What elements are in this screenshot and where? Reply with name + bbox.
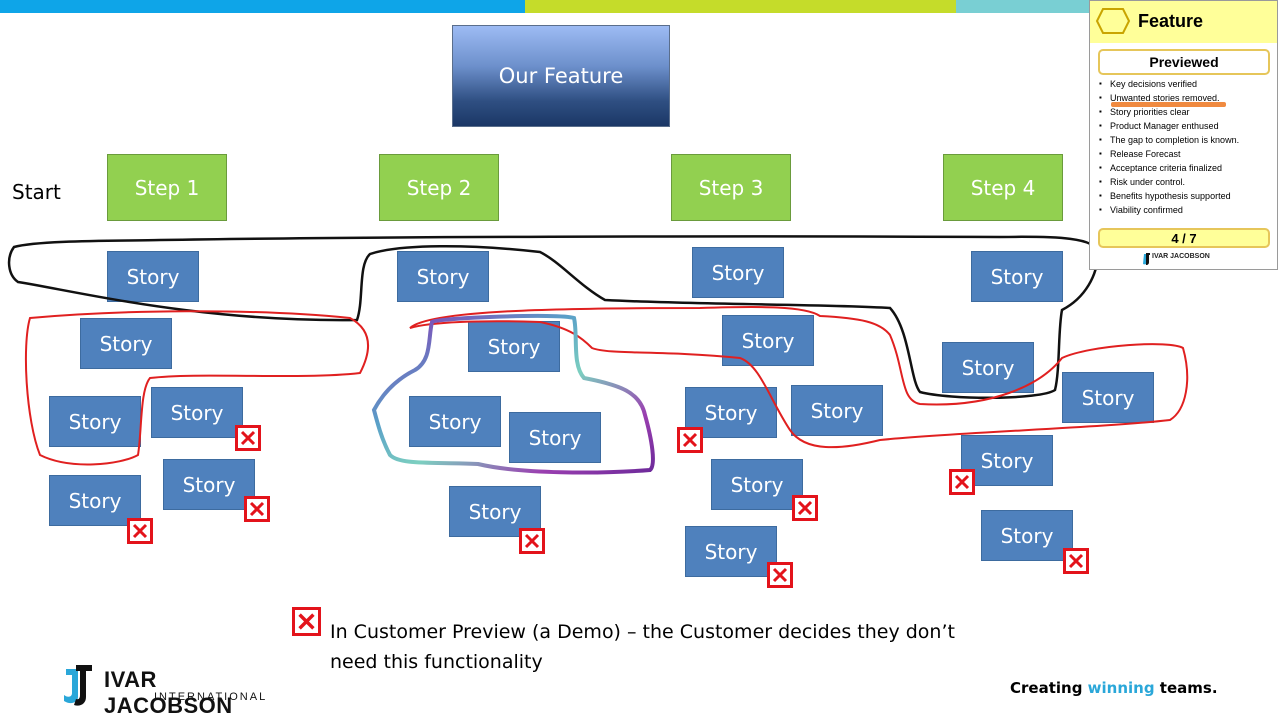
step-3: Step 3 — [671, 154, 791, 221]
story-card: Story — [151, 387, 243, 438]
rejected-x-icon — [519, 528, 545, 554]
story-card: Story — [80, 318, 172, 369]
start-label: Start — [12, 180, 61, 204]
rejected-x-icon — [1063, 548, 1089, 574]
story-card: Story — [711, 459, 803, 510]
top-bar-teal — [956, 0, 1090, 13]
red-outline-right — [409, 305, 1189, 449]
hexagon-icon — [1095, 8, 1131, 34]
feature-state-card: Feature Previewed Key decisions verified… — [1089, 0, 1278, 270]
top-bar-blue — [0, 0, 525, 13]
card-title: Feature — [1138, 11, 1204, 31]
legend-text: In Customer Preview (a Demo) – the Custo… — [330, 621, 955, 673]
step-1: Step 1 — [107, 154, 227, 221]
card-logo-mark-icon — [1143, 253, 1150, 265]
company-logo: IVAR JACOBSON INTERNATIONAL — [62, 663, 272, 718]
red-outline-left — [24, 310, 370, 466]
checklist-item: Key decisions verified — [1099, 77, 1274, 91]
story-card: Story — [942, 342, 1034, 393]
legend-x-icon — [292, 607, 321, 636]
checklist-item: The gap to completion is known. — [1099, 133, 1274, 147]
story-card: Story — [971, 251, 1063, 302]
feature-box: Our Feature — [452, 25, 670, 127]
story-card: Story — [49, 475, 141, 526]
story-card: Story — [49, 396, 141, 447]
card-progress: 4 / 7 — [1098, 228, 1270, 248]
story-card: Story — [1062, 372, 1154, 423]
story-card: Story — [685, 387, 777, 438]
checklist: Key decisions verified Unwanted stories … — [1099, 77, 1274, 217]
story-card: Story — [981, 510, 1073, 561]
story-card: Story — [722, 315, 814, 366]
top-bar-green — [525, 0, 956, 13]
tagline-accent: winning — [1087, 679, 1155, 697]
story-card: Story — [163, 459, 255, 510]
strike-through-mark — [1111, 102, 1226, 107]
checklist-item: Release Forecast — [1099, 147, 1274, 161]
logo-name: IVAR JACOBSON — [104, 667, 233, 718]
rejected-x-icon — [767, 562, 793, 588]
story-card: Story — [107, 251, 199, 302]
story-card: Story — [692, 247, 784, 298]
card-logo-text: IVAR JACOBSON — [1152, 253, 1210, 260]
checklist-item: Product Manager enthused — [1099, 119, 1274, 133]
step-2: Step 2 — [379, 154, 499, 221]
checklist-item: Acceptance criteria finalized — [1099, 161, 1274, 175]
rejected-x-icon — [677, 427, 703, 453]
tagline: Creating winning teams. — [1010, 679, 1218, 697]
logo-mark-icon — [64, 665, 92, 706]
checklist-item: Unwanted stories removed. — [1099, 91, 1274, 105]
rejected-x-icon — [949, 469, 975, 495]
checklist-item: Story priorities clear — [1099, 105, 1274, 119]
story-card: Story — [509, 412, 601, 463]
card-state: Previewed — [1098, 49, 1270, 75]
story-card: Story — [791, 385, 883, 436]
story-card: Story — [397, 251, 489, 302]
checklist-item: Risk under control. — [1099, 175, 1274, 189]
checklist-item: Viability confirmed — [1099, 203, 1274, 217]
black-outline — [7, 235, 1100, 399]
logo-sub: INTERNATIONAL — [154, 691, 268, 703]
story-card: Story — [409, 396, 501, 447]
story-card: Story — [685, 526, 777, 577]
story-card: Story — [961, 435, 1053, 486]
step-4: Step 4 — [943, 154, 1063, 221]
checklist-item: Benefits hypothesis supported — [1099, 189, 1274, 203]
rejected-x-icon — [792, 495, 818, 521]
rejected-x-icon — [127, 518, 153, 544]
sparkle-outline — [371, 313, 655, 475]
rejected-x-icon — [244, 496, 270, 522]
story-card: Story — [468, 321, 560, 372]
rejected-x-icon — [235, 425, 261, 451]
